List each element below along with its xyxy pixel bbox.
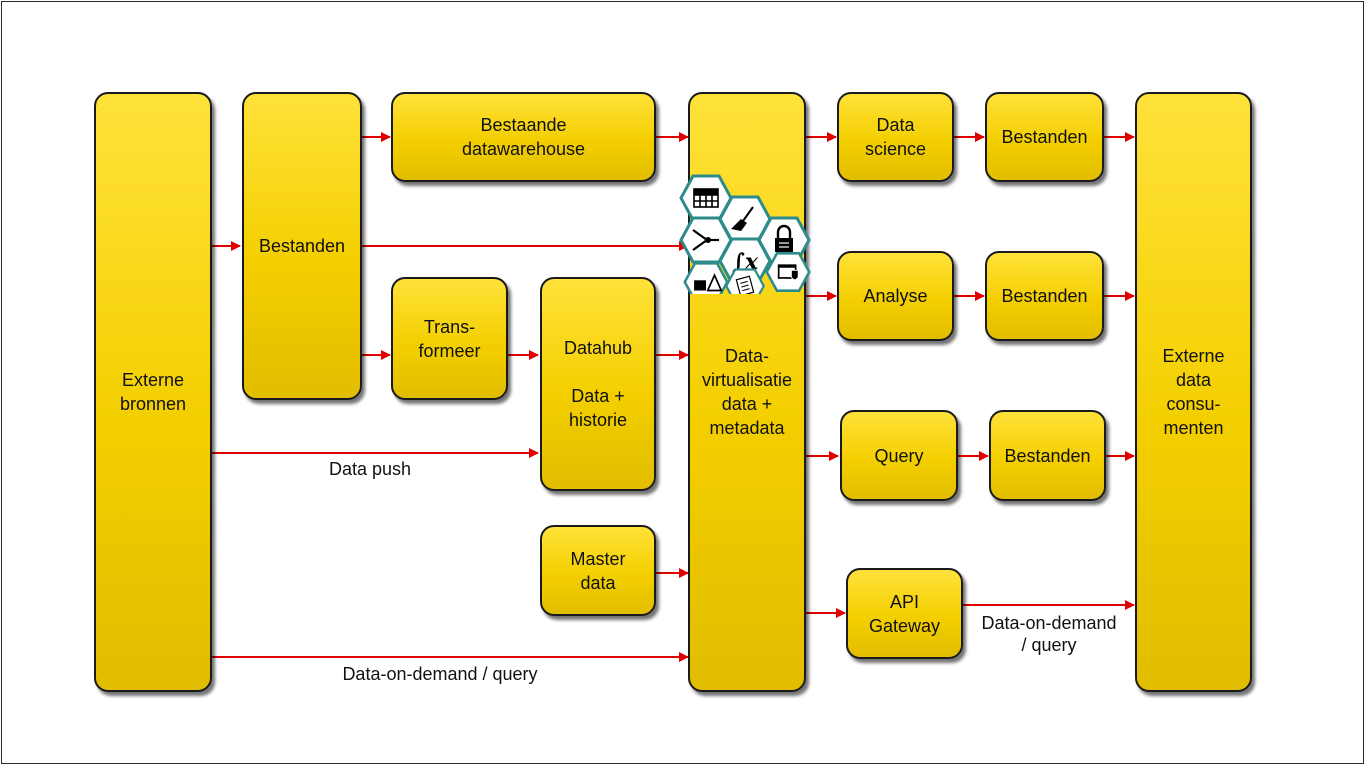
screen-shield-icon xyxy=(765,252,811,292)
document-icon xyxy=(725,268,765,294)
broom-icon xyxy=(718,195,772,243)
bestanden-box-3: Bestanden xyxy=(989,410,1106,501)
data-on-demand-query-label: Data-on-demand / query xyxy=(342,664,538,684)
bestanden-box: Bestanden xyxy=(242,92,362,400)
query-box: Query xyxy=(840,410,958,501)
merge-icon xyxy=(679,216,733,264)
data-virtualisatie-box: Data- virtualisatie data + metadata xyxy=(688,92,806,692)
bestanden-box-2: Bestanden xyxy=(985,251,1104,341)
bestaande-datawarehouse-box: Bestaande datawarehouse xyxy=(391,92,656,182)
api-data-on-demand-label: Data-on-demand / query xyxy=(981,613,1117,655)
bestanden-box-1: Bestanden xyxy=(985,92,1104,182)
master-data-box: Master data xyxy=(540,525,656,616)
data-push-label: Data push xyxy=(328,459,412,479)
externe-data-consumenten-box: Externe data consu- menten xyxy=(1135,92,1252,692)
externe-bronnen-box: Externe bronnen xyxy=(94,92,212,692)
analyse-box: Analyse xyxy=(837,251,954,341)
datahub-box: Datahub Data + historie xyxy=(540,277,656,491)
table-icon xyxy=(679,174,733,222)
transformeer-box: Trans- formeer xyxy=(391,277,508,400)
shapes-icon xyxy=(683,262,729,294)
lock-icon xyxy=(757,216,811,264)
virtualisatie-icon-cluster: ∫x xyxy=(679,174,811,294)
api-gateway-box: API Gateway xyxy=(846,568,963,659)
data-science-box: Data science xyxy=(837,92,954,182)
